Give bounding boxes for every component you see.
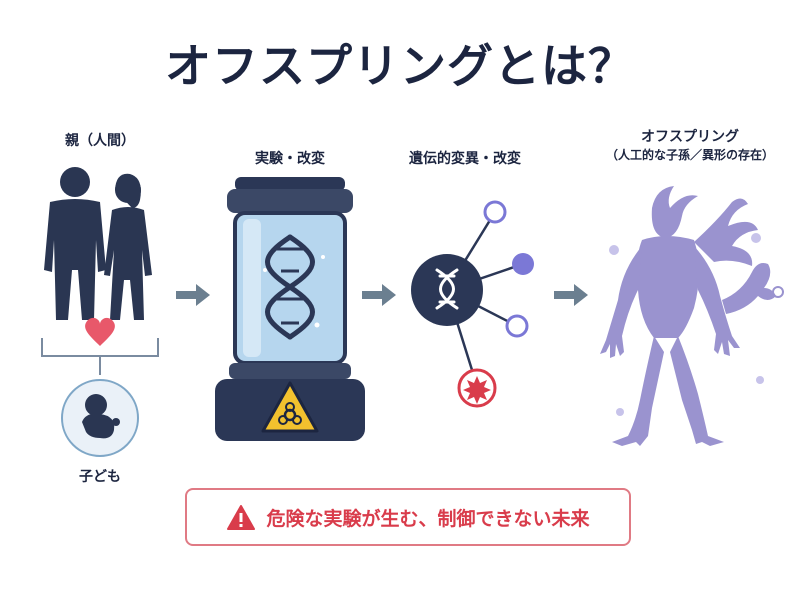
warning-banner: 危険な実験が生む、制御できない未来	[185, 488, 631, 546]
parents-label: 親（人間）	[65, 133, 135, 149]
man-silhouette-icon	[44, 167, 106, 320]
dna-icon	[435, 268, 459, 310]
baby-icon	[82, 394, 120, 439]
experiment-tank-illustration	[215, 177, 365, 441]
offspring-title: オフスプリング	[641, 129, 739, 145]
arrow-right-icon	[362, 284, 396, 306]
offspring-subtitle: （人工的な子孫／異形の存在）	[605, 148, 774, 162]
dna-icon	[265, 234, 315, 340]
page-title: オフスプリングとは？	[165, 39, 635, 93]
child-label: 子ども	[79, 469, 121, 485]
heart-icon	[85, 317, 115, 346]
arrow-right-icon	[176, 284, 210, 306]
burst-icon	[463, 376, 491, 404]
mutation-network-illustration	[411, 200, 534, 408]
parents-illustration	[41, 167, 159, 457]
woman-silhouette-icon	[104, 173, 152, 320]
mutation-label: 遺伝的変異・改変	[409, 151, 521, 167]
experiment-label: 実験・改変	[255, 151, 325, 167]
offspring-label: オフスプリング （人工的な子孫／異形の存在）	[590, 128, 790, 164]
creature-illustration	[600, 186, 784, 446]
warning-text: 危険な実験が生む、制御できない未来	[266, 507, 590, 530]
biohazard-icon	[261, 381, 319, 433]
creature-silhouette-icon	[600, 186, 776, 446]
arrow-right-icon	[554, 284, 588, 306]
warning-icon	[227, 504, 256, 530]
